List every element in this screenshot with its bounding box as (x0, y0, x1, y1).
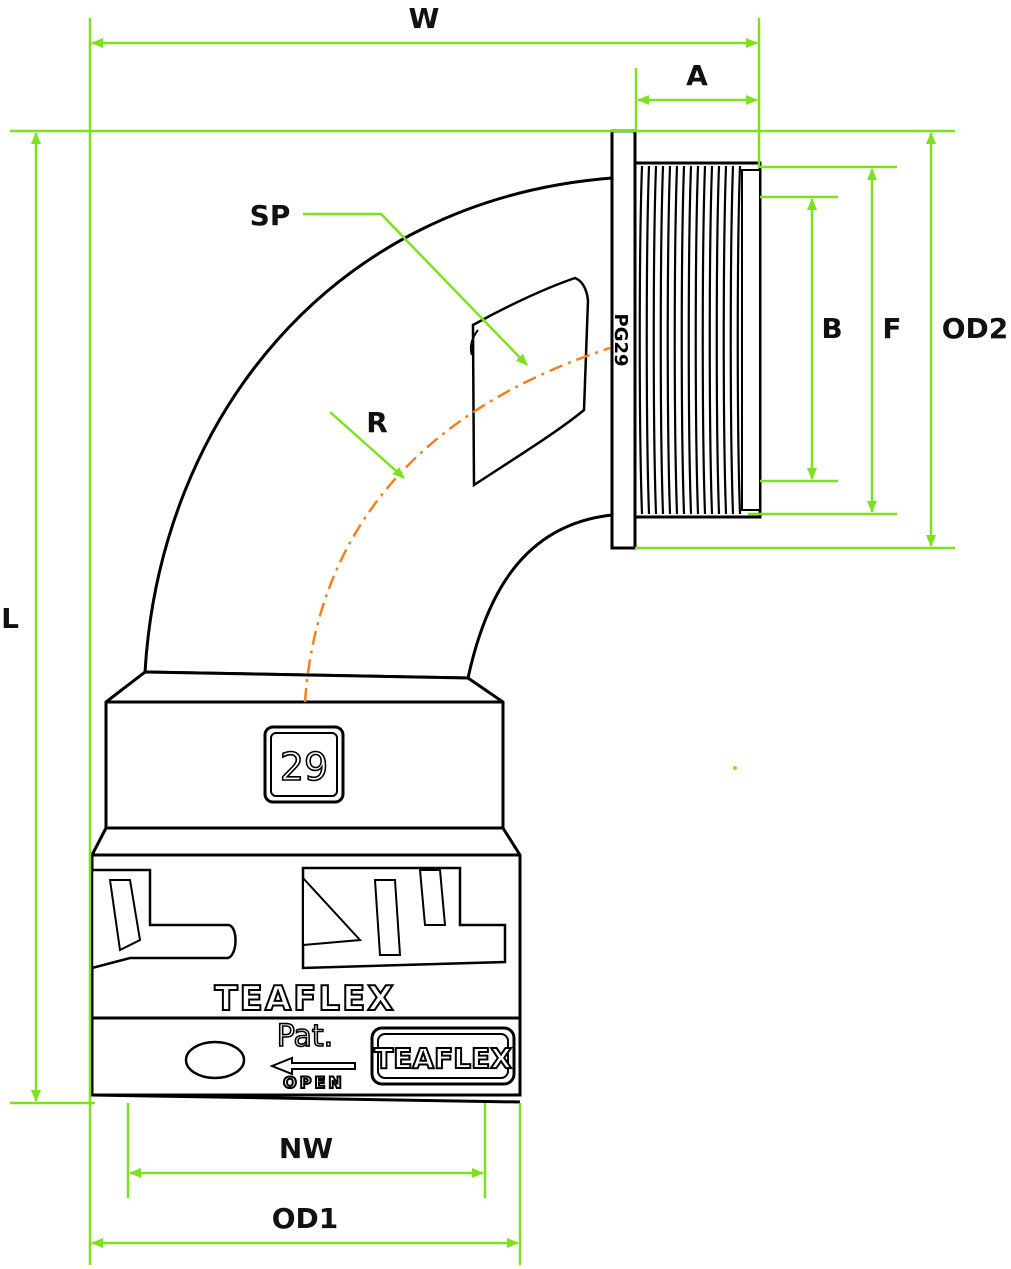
patent-text: Pat. (277, 1019, 333, 1054)
thread-ridge (736, 165, 742, 515)
stray-dot (733, 766, 737, 770)
dim-label-od2: OD2 (942, 312, 1009, 345)
locking-tab-right (301, 866, 507, 970)
dim-label-od1: OD1 (272, 1202, 339, 1235)
brand-logo-text: TEAFLEX (374, 1042, 512, 1075)
thread-ridge (708, 165, 714, 515)
open-arrow-icon (269, 1056, 356, 1076)
thread-ridge (722, 165, 728, 515)
thread-ridge (666, 165, 672, 515)
dim-label-f: F (882, 312, 901, 345)
thread-ridge (645, 165, 651, 515)
thread-ridge (659, 165, 665, 515)
thread-ridge (673, 165, 679, 515)
release-oval (184, 1040, 246, 1080)
dim-label-l: L (1, 602, 19, 635)
size-badge-text: 29 (280, 745, 328, 789)
dim-label-nw: NW (279, 1132, 333, 1165)
thread-ridge (638, 165, 644, 515)
thread-lines (638, 165, 742, 515)
dim-label-r: R (366, 406, 388, 439)
thread-ridge (729, 165, 735, 515)
open-label: OPEN (283, 1073, 345, 1092)
thread-ridge (680, 165, 686, 515)
bend-centerline (303, 346, 611, 703)
thread-ridge (652, 165, 658, 515)
side-port-window (471, 276, 590, 488)
dimension-lines (10, 18, 955, 1265)
thread-ridge (687, 165, 693, 515)
thread-ridge (701, 165, 707, 515)
fitting-body (90, 129, 762, 1104)
elbow-tube (143, 176, 614, 680)
dim-label-w: W (409, 2, 440, 35)
dim-label-sp: SP (250, 199, 291, 232)
thread-ridge (715, 165, 721, 515)
brand-upper-text: TEAFLEX (214, 979, 395, 1019)
dim-label-a: A (686, 59, 708, 92)
thread-marking: PG29 (610, 313, 631, 366)
thread-ridge (694, 165, 700, 515)
dim-label-b: B (821, 312, 842, 345)
